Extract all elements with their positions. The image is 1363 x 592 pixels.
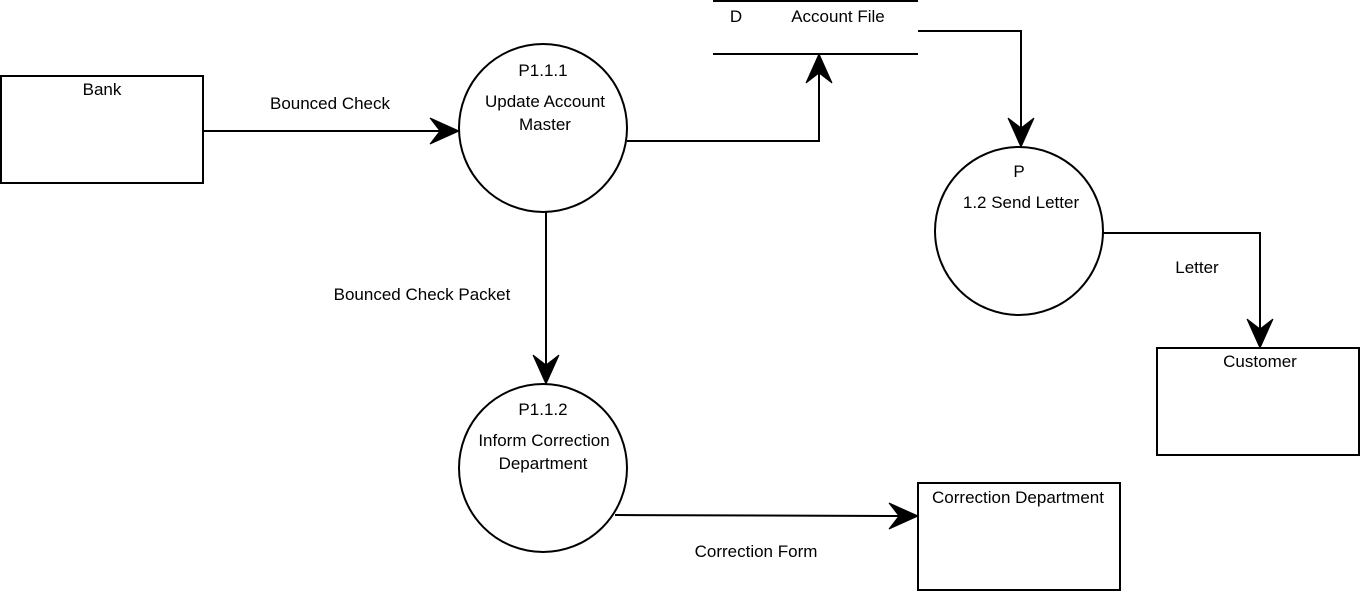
process-p1-1-1[interactable]: P1.1.1 Update Account Master bbox=[458, 43, 628, 213]
flow-read-account-file[interactable] bbox=[918, 30, 1035, 149]
entity-correction-department[interactable]: Correction Department bbox=[917, 482, 1121, 591]
flow-read-account-file-arrowhead bbox=[1007, 117, 1035, 149]
flow-correction-form[interactable]: Correction Form bbox=[614, 502, 920, 561]
flow-letter-arrowhead bbox=[1246, 318, 1274, 350]
process-p1-1-2[interactable]: P1.1.2 Inform Correction Department bbox=[458, 383, 628, 553]
flow-bounced-check-packet-label: Bounced Check Packet bbox=[334, 285, 511, 304]
process-p1-1-1-id: P1.1.1 bbox=[518, 61, 567, 80]
entity-customer-box bbox=[1156, 347, 1360, 456]
process-p1-2-circle bbox=[934, 146, 1104, 316]
process-p1-1-2-name-line2: Department bbox=[499, 454, 588, 473]
flow-bounced-check-packet-arrowhead bbox=[532, 354, 560, 386]
flow-letter[interactable]: Letter bbox=[1103, 232, 1274, 350]
flow-correction-form-label: Correction Form bbox=[695, 542, 818, 561]
entity-correction-department-label: Correction Department bbox=[932, 488, 1104, 507]
process-p1-1-1-circle bbox=[458, 43, 628, 213]
flow-correction-form-arrowhead bbox=[888, 502, 920, 530]
flow-correction-form-line bbox=[614, 514, 900, 517]
flow-read-account-file-line bbox=[918, 30, 1022, 128]
process-p1-1-1-name-line2: Master bbox=[519, 115, 571, 134]
process-p1-2[interactable]: P 1.2 Send Letter bbox=[934, 146, 1104, 316]
flow-bounced-check-arrowhead bbox=[429, 117, 461, 145]
process-p1-1-2-id: P1.1.2 bbox=[518, 400, 567, 419]
entity-bank-label: Bank bbox=[83, 80, 122, 99]
entity-customer-label: Customer bbox=[1223, 352, 1297, 371]
entity-bank-box bbox=[0, 75, 204, 184]
process-p1-1-1-name-line1: Update Account bbox=[485, 92, 605, 111]
process-p1-2-id: P bbox=[1013, 162, 1024, 181]
entity-customer[interactable]: Customer bbox=[1156, 347, 1360, 456]
flow-update-account-file-line bbox=[627, 73, 820, 142]
flow-bounced-check-packet[interactable]: Bounced Check Packet bbox=[334, 212, 560, 386]
flow-bounced-check-label: Bounced Check bbox=[270, 94, 391, 113]
datastore-name: Account File bbox=[791, 7, 885, 26]
process-p1-1-2-name-line1: Inform Correction bbox=[478, 431, 609, 450]
flow-letter-line bbox=[1103, 232, 1261, 329]
flow-bounced-check[interactable]: Bounced Check bbox=[203, 94, 461, 145]
flow-update-account-file[interactable] bbox=[627, 52, 833, 142]
flow-letter-label: Letter bbox=[1175, 258, 1219, 277]
entity-bank[interactable]: Bank bbox=[0, 75, 204, 184]
datastore-account-file[interactable]: D Account File bbox=[713, 0, 918, 55]
process-p1-1-2-circle bbox=[458, 383, 628, 553]
datastore-id: D bbox=[730, 7, 742, 26]
process-p1-2-name: 1.2 Send Letter bbox=[963, 193, 1080, 212]
entity-correction-department-box bbox=[917, 482, 1121, 591]
flow-update-account-file-arrowhead bbox=[805, 52, 833, 84]
